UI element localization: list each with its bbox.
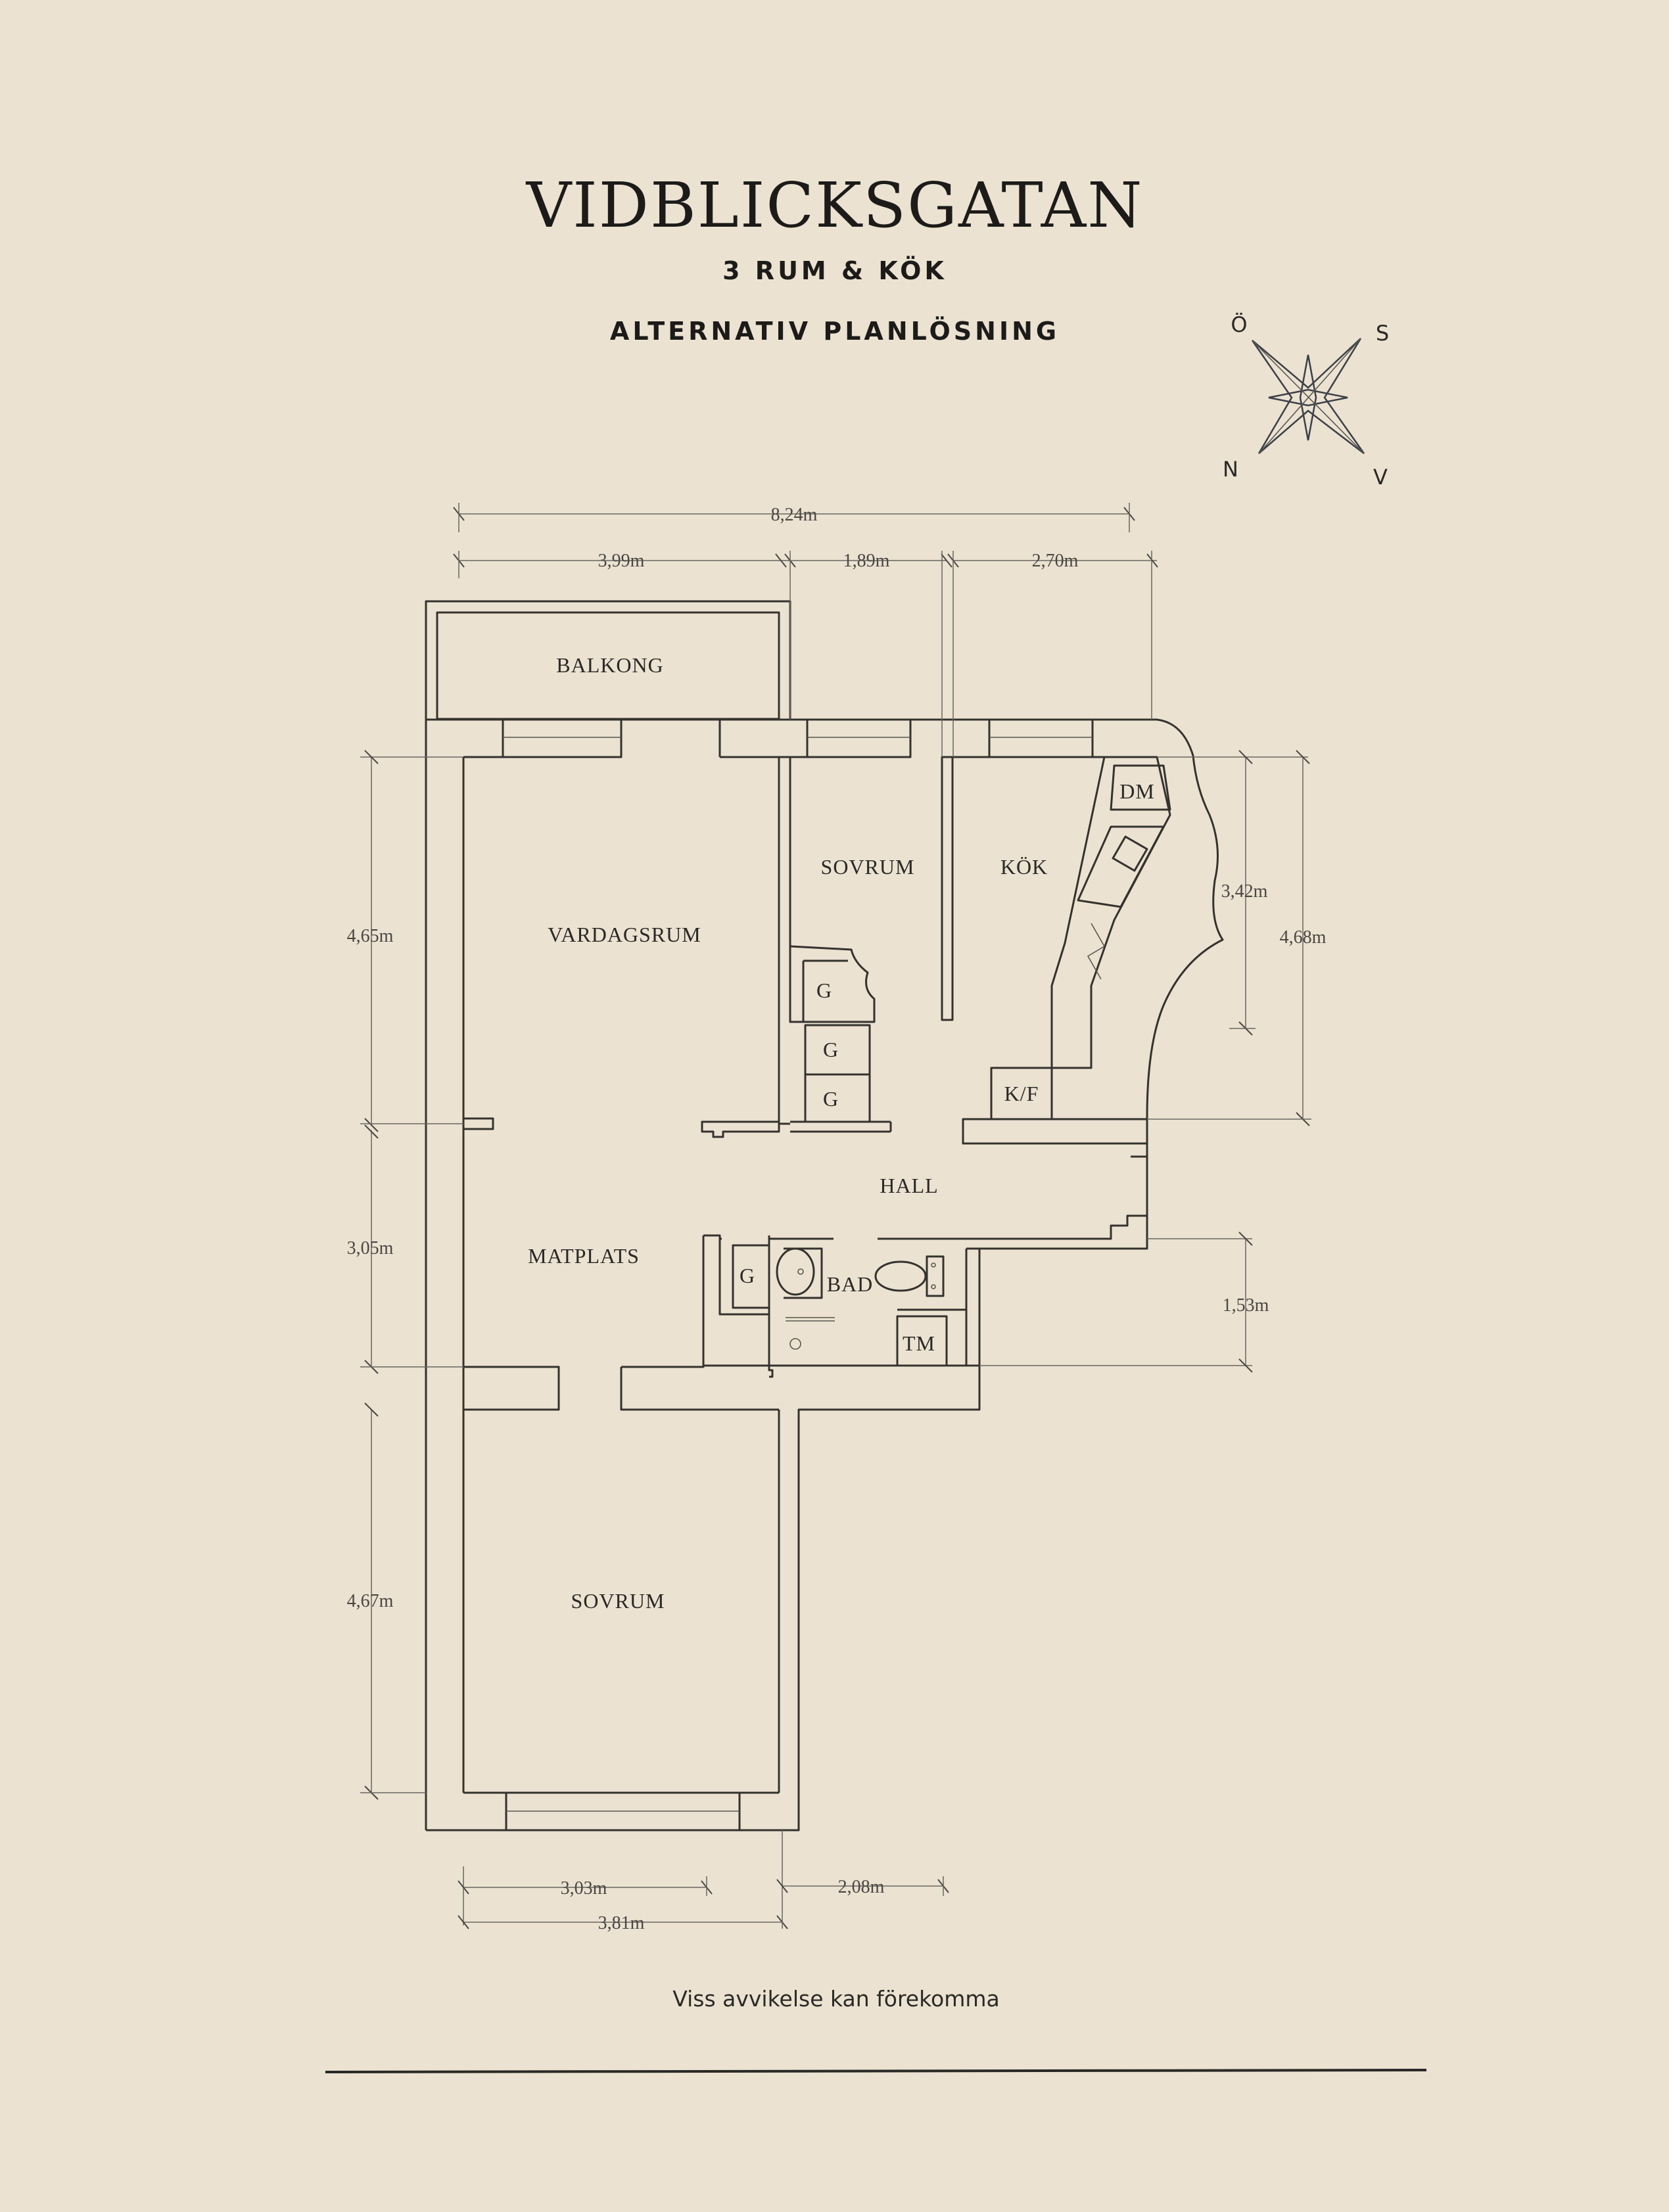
compass-rose-icon: Ö S N V [1223,312,1389,490]
room-labels: BALKONG VARDAGSRUM SOVRUM KÖK DM G G G K… [528,653,1155,1613]
room-label-kitchen: KÖK [1000,855,1048,879]
dim-top-right: 2,70m [1032,551,1079,571]
storage-label-wardrobe-2: G [823,1038,839,1061]
dim-bottom-outer: 3,81m [598,1913,645,1933]
footer-rule [325,2069,1427,2073]
walls [425,600,1224,1832]
storage-label-wardrobe-1: G [816,979,832,1002]
disclaimer: Viss avvikelse kan förekomma [672,1986,999,2012]
dim-left-upper: 4,65m [347,926,394,946]
dim-top-middle: 1,89m [843,551,890,571]
storage-label-wardrobe-3: G [823,1087,839,1111]
room-label-dining: MATPLATS [528,1244,640,1268]
dimension-lines: 8,24m 3,99m 1,89m 2,70m 4,65m 3,05m [347,503,1327,1933]
dim-right-kitchen-inner: 3,42m [1221,881,1268,902]
dim-left-lower: 4,67m [347,1591,394,1611]
room-label-bedroom-small: SOVRUM [821,855,915,879]
compass-south-label: S [1376,321,1389,346]
appliance-label-fridge-freezer: K/F [1004,1082,1039,1105]
room-label-bathroom: BAD [827,1272,874,1296]
dim-right-bathroom: 1,53m [1223,1295,1269,1316]
page-title: VIDBLICKSGATAN [526,170,1144,242]
dim-bottom-inner: 3,03m [561,1878,607,1899]
apartment-type: 3 RUM & KÖK [722,256,947,285]
room-label-living-room: VARDAGSRUM [548,923,701,946]
dim-right-kitchen-outer: 4,68m [1280,927,1327,948]
room-label-balcony: BALKONG [556,653,663,677]
storage-label-wardrobe-4: G [740,1264,755,1287]
compass-north-label: N [1223,457,1238,482]
plan-variant: ALTERNATIV PLANLÖSNING [610,317,1060,346]
appliance-label-dishwasher: DM [1119,779,1155,803]
room-label-hall: HALL [880,1174,938,1197]
dim-top-left: 3,99m [598,551,645,571]
dim-left-middle: 3,05m [347,1238,394,1258]
dim-total-width: 8,24m [771,505,818,525]
dim-bottom-right: 2,08m [838,1877,885,1897]
compass-west-label: V [1373,465,1388,490]
compass-east-label: Ö [1231,312,1247,337]
appliance-label-washing-machine: TM [903,1331,935,1355]
room-label-bedroom-large: SOVRUM [571,1589,665,1613]
